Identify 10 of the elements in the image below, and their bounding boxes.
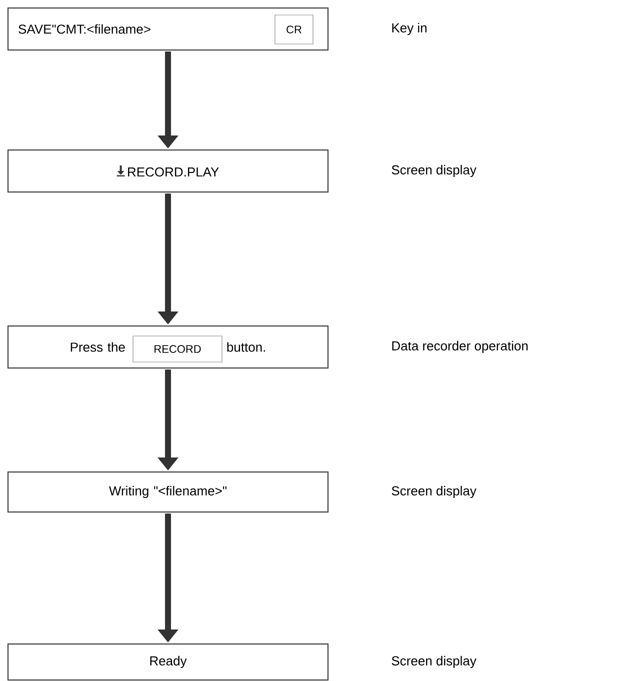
side-note: Screen display	[392, 656, 476, 668]
process-box: Ready	[8, 644, 328, 680]
process-box: RECORD.PLAY	[8, 150, 328, 192]
process-box: Writing "<filename>"	[8, 472, 328, 512]
side-note: Screen display	[392, 164, 476, 178]
side-note: Key in	[392, 22, 426, 36]
key-cap: RECORD	[132, 336, 222, 362]
side-note: Screen display	[392, 486, 476, 498]
key-cap: CR	[274, 14, 314, 44]
side-note: Data recorder operation	[392, 340, 528, 354]
